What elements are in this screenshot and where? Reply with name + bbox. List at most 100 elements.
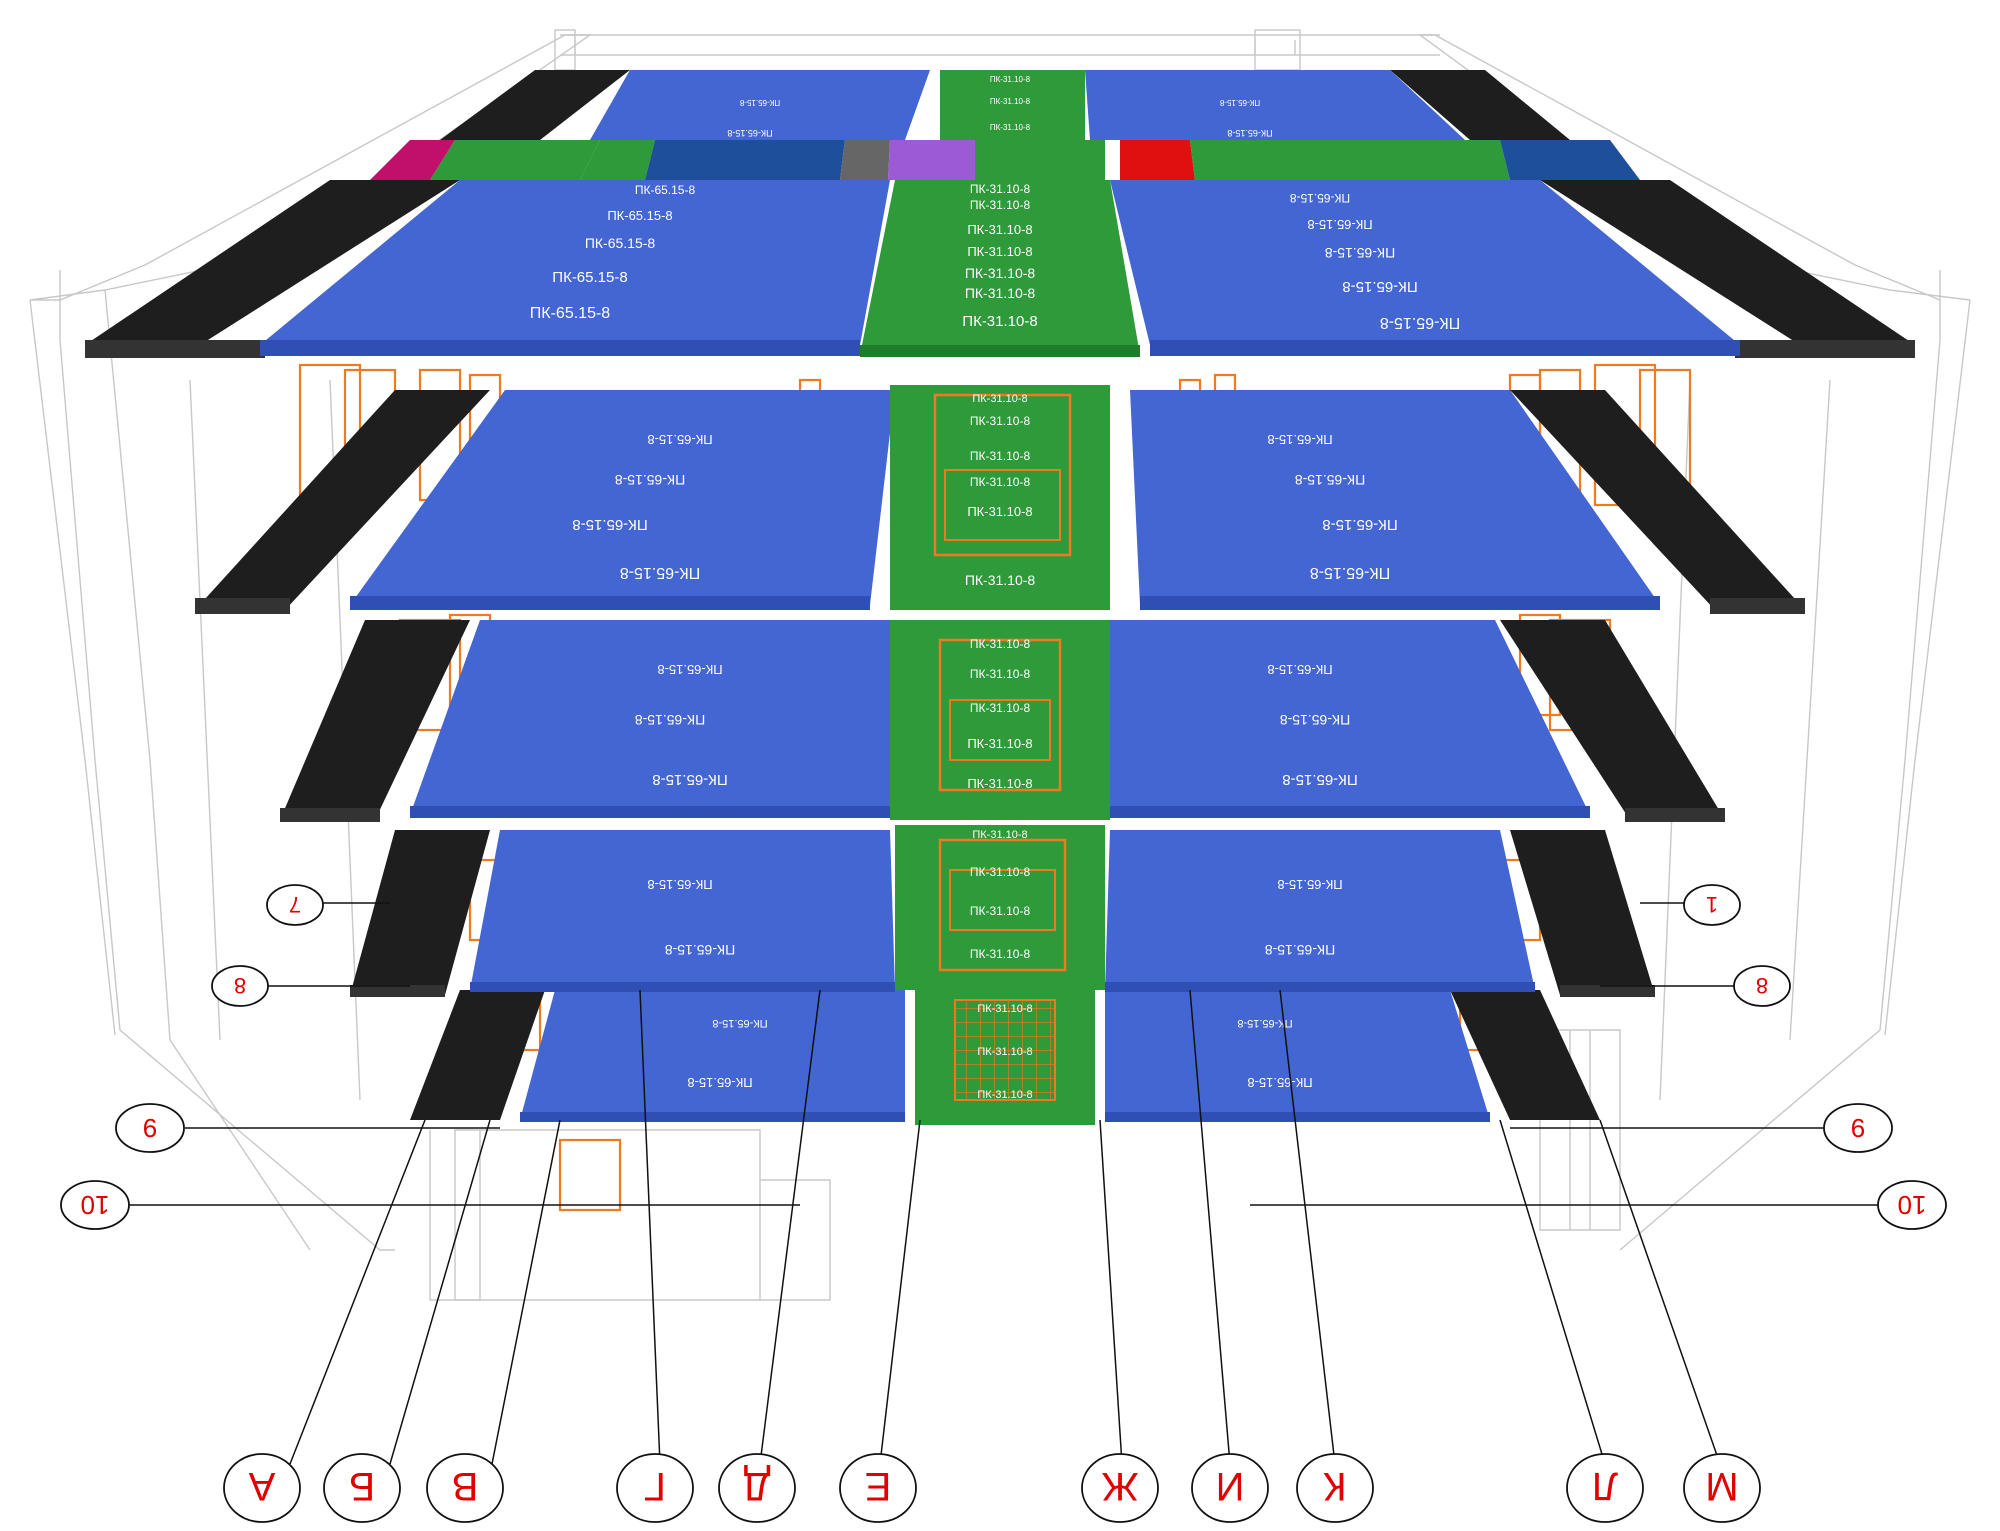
blue-slab — [1085, 70, 1465, 140]
slab-label: ПК-65.15-8 — [1237, 1017, 1292, 1029]
slab-label: ПК-31.10-8 — [970, 904, 1031, 918]
black-edge-beam — [440, 70, 630, 140]
slab-label: ПК-65.15-8 — [712, 1017, 767, 1029]
slab-label: ПК-65.15-8 — [530, 305, 611, 322]
letter-axis-markers — [223, 1453, 1761, 1523]
slab-label: ПК-31.10-8 — [972, 829, 1027, 841]
level-1: ПК-65.15-8 ПК-65.15-8 ПК-65.15-8 ПК-65.1… — [85, 70, 1915, 358]
purple-slab — [888, 140, 975, 180]
green-slab — [940, 70, 1085, 140]
slab-label: ПК-65.15-8 — [585, 235, 656, 251]
slab-edge — [520, 1112, 905, 1122]
slab-label: ПК-31.10-8 — [965, 265, 1036, 281]
blue-slab — [1105, 830, 1535, 990]
reinforcement-mesh — [954, 999, 1056, 1101]
slab-label: ПК-31.10-8 — [977, 1046, 1032, 1058]
axis-bubble — [1823, 1103, 1893, 1153]
axis-bubble — [1566, 1453, 1644, 1523]
slab-label: ПК-31.10-8 — [962, 313, 1037, 330]
slab-edge — [1105, 982, 1535, 992]
navy-slab — [1500, 140, 1640, 180]
green-slab — [895, 825, 1105, 990]
axis-bubble — [1296, 1453, 1374, 1523]
slab-edge — [1140, 596, 1660, 610]
blue-slab — [1105, 990, 1490, 1120]
slab-label: ПК-31.10-8 — [970, 667, 1031, 681]
axis-bubble — [1877, 1180, 1947, 1230]
slab-label: ПК-31.10-8 — [972, 393, 1027, 405]
green-slab — [890, 620, 1110, 820]
slab-label: ПК-31.10-8 — [990, 97, 1031, 106]
axis-bubble — [115, 1103, 185, 1153]
axis-label: Б — [349, 1464, 375, 1508]
blue-slab — [1105, 620, 1590, 815]
green-slab — [580, 140, 655, 180]
magenta-slab — [370, 140, 455, 180]
axis-label: И — [1216, 1464, 1245, 1508]
slab-label: ПК-31.10-8 — [977, 1003, 1032, 1015]
slab-label: ПК-31.10-8 — [990, 123, 1031, 132]
black-edge-beam — [1390, 70, 1570, 140]
slab-label: ПК-31.10-8 — [970, 182, 1031, 196]
black-edge-beam — [1500, 620, 1725, 820]
axis-label: Ж — [1101, 1464, 1138, 1508]
green-slab — [430, 140, 600, 180]
grey-slab — [840, 140, 890, 180]
slab-label: ПК-31.10-8 — [967, 736, 1032, 751]
axis-label: 8 — [234, 973, 246, 998]
axis-bubble — [323, 1453, 401, 1523]
green-slab — [975, 140, 1105, 180]
reinforcement-mesh — [938, 838, 1067, 972]
axis-bubble — [1683, 884, 1741, 926]
reinforcement-mesh — [933, 393, 1072, 557]
slab-label: ПК-31.10-8 — [967, 504, 1032, 519]
slab-label: ПК-31.10-8 — [967, 776, 1032, 791]
navy-slab — [645, 140, 845, 180]
black-edge-beam — [1510, 390, 1805, 610]
axis-bubble — [60, 1180, 130, 1230]
slab-label: ПК-65.15-8 — [552, 269, 627, 286]
slab-label: ПК-65.15-8 — [607, 208, 672, 223]
slab-edge — [350, 596, 870, 610]
slab-label: ПК-65.15-8 — [1267, 432, 1332, 447]
slab-label: ПК-65.15-8 — [1227, 128, 1272, 138]
slab-label: ПК-31.10-8 — [970, 449, 1031, 463]
slab-edge — [470, 982, 895, 992]
axis-label: Д — [743, 1464, 770, 1508]
slab-label: ПК-65.15-8 — [1280, 712, 1351, 728]
axis-label: 9 — [1851, 1113, 1865, 1143]
letter-axis-labels: А Б В Г Д Е Ж И К Л М — [248, 1464, 1738, 1508]
slab-label: ПК-65.15-8 — [1247, 1075, 1312, 1090]
slab-label: ПК-65.15-8 — [635, 712, 706, 728]
axis-bubble — [211, 965, 269, 1007]
slab-label: ПК-31.10-8 — [970, 198, 1031, 212]
axis-label: М — [1705, 1464, 1738, 1508]
slab-label: ПК-65.15-8 — [572, 516, 647, 533]
axis-bubble — [266, 884, 324, 926]
blue-slab — [1130, 390, 1660, 605]
axis-label: 10 — [81, 1190, 110, 1220]
blue-slab — [470, 830, 895, 990]
level-4: ПК-65.15-8 ПК-65.15-8 ПК-65.15-8 ПК-65.1… — [350, 825, 1655, 997]
blue-slab — [590, 70, 930, 140]
black-edge-beam — [195, 390, 490, 610]
axis-label: К — [1323, 1464, 1347, 1508]
black-edge-beam — [410, 990, 545, 1120]
axis-label: А — [248, 1464, 275, 1508]
axis-bubble — [1683, 1453, 1761, 1523]
black-edge-beam — [1450, 990, 1600, 1120]
axis-bubble — [1081, 1453, 1159, 1523]
slab-label: ПК-65.15-8 — [1307, 217, 1372, 232]
blue-slab — [1110, 180, 1740, 345]
axis-label: Л — [1592, 1464, 1618, 1508]
level-2: ПК-65.15-8 ПК-65.15-8 ПК-65.15-8 ПК-65.1… — [195, 385, 1805, 614]
slab-label: ПК-65.15-8 — [727, 128, 772, 138]
slab-label: ПК-65.15-8 — [1267, 662, 1332, 677]
slab-label: ПК-65.15-8 — [1282, 771, 1357, 788]
slab-label: ПК-31.10-8 — [990, 75, 1031, 84]
slab-edge — [1150, 340, 1740, 356]
slab-label: ПК-31.10-8 — [970, 637, 1031, 651]
axis-label: 9 — [143, 1113, 157, 1143]
slab-label: ПК-65.15-8 — [620, 564, 701, 581]
